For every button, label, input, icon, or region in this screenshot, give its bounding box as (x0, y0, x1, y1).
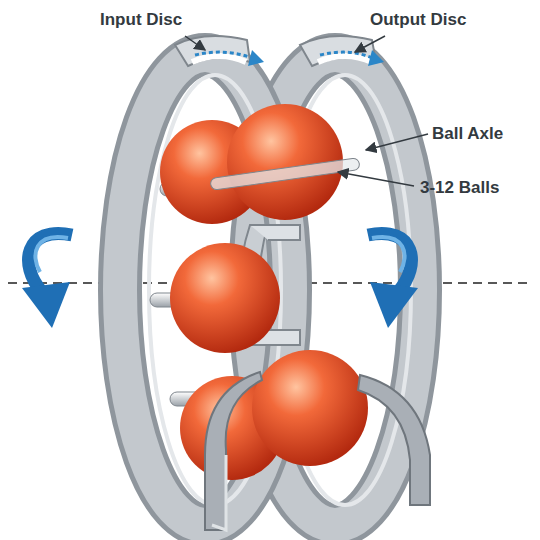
part-label: Ball Axle (432, 124, 503, 144)
rotation-arrows (22, 233, 418, 328)
ball-axle-through (210, 158, 360, 191)
part-label: Input Disc (100, 10, 182, 30)
part-label: 3-12 Balls (420, 178, 499, 198)
balls (160, 104, 368, 480)
disc-sections (205, 372, 430, 530)
leader-lines (185, 36, 428, 186)
part-label: Output Disc (370, 10, 466, 30)
